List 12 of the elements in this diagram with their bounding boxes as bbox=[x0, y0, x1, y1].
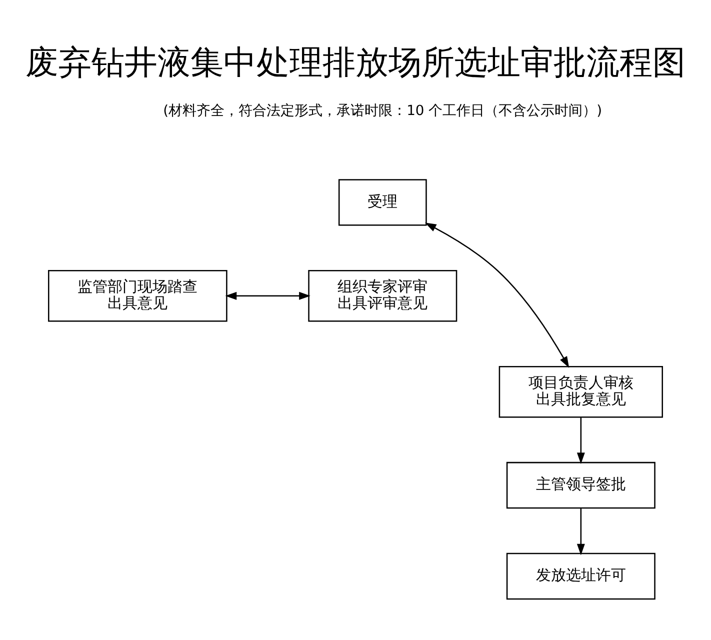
arrow bbox=[225, 291, 310, 300]
label: (材料齐全，符合法定形式，承诺时限：10 个工作日（不含公示时间）) bbox=[163, 102, 602, 119]
arrow bbox=[424, 222, 570, 368]
diagram-title: 废弃钻井液集中处理排放场所选址审批流程图 bbox=[26, 42, 686, 81]
node-box: 监管部门现场踏查 出具意见 bbox=[48, 269, 228, 322]
node-box: 受理 bbox=[338, 178, 427, 226]
node-box: 组织专家评审 出具评审意见 bbox=[308, 269, 458, 322]
node-box: 主管领导签批 bbox=[506, 461, 656, 508]
arrow bbox=[576, 416, 585, 464]
node-box: 发放选址许可 bbox=[506, 552, 656, 600]
arrow bbox=[576, 508, 585, 555]
node-box: 项目负责人审核 出具批复意见 bbox=[498, 365, 663, 418]
